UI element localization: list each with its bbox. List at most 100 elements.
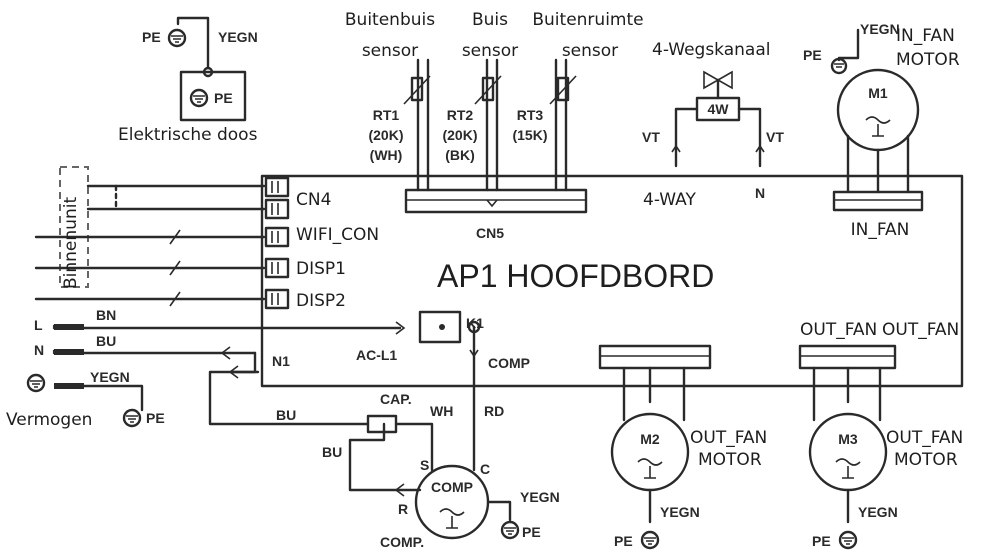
cap-label: CAP. — [380, 391, 412, 407]
ground-icon — [26, 373, 46, 393]
disp2-label: DISP2 — [296, 291, 346, 311]
wifi-con-label: WIFI_CON — [296, 225, 380, 245]
out-fan-connector-a — [598, 344, 712, 422]
out-fan-connector-b — [798, 344, 897, 422]
ground-icon — [189, 88, 209, 108]
in-fan-motor-label-2: MOTOR — [896, 50, 960, 70]
ground-icon — [122, 408, 142, 428]
n1-label: N1 — [272, 353, 290, 369]
indoor-unit-box — [59, 166, 89, 288]
out-fan-motor-m3 — [808, 412, 888, 524]
in-fan-connector-label: IN_FAN — [850, 220, 910, 240]
compressor-motor — [394, 464, 512, 540]
out-fan-m3-label-2: MOTOR — [894, 450, 958, 470]
pe-label: PE — [146, 410, 165, 426]
pe-label: PE — [214, 90, 233, 106]
ground-icon — [830, 57, 848, 75]
outdoor-room-sensor-label-2: sensor — [561, 41, 619, 61]
wire-label-yegn: YEGN — [858, 504, 898, 520]
power-wires — [52, 321, 406, 412]
ground-icon — [167, 28, 187, 48]
terminal-r-label: R — [398, 501, 409, 517]
four-way-valve-label: 4W — [707, 101, 729, 117]
terminal-s-label: S — [420, 457, 430, 473]
outer-tube-sensor-label-1: Buitenbuis — [344, 10, 436, 30]
cn5-connector — [404, 188, 588, 214]
wire-label-bu: BU — [322, 444, 343, 460]
rt2-color: (BK) — [445, 147, 475, 163]
main-board-outline — [260, 174, 964, 388]
four-way-valve — [671, 70, 765, 168]
wire-label-yegn: YEGN — [520, 489, 560, 505]
m2-label: M2 — [640, 431, 660, 447]
pe-label: PE — [142, 29, 161, 45]
m3-label: M3 — [838, 431, 858, 447]
in-fan-motor-label-1: IN_FAN — [896, 26, 955, 46]
rt2-value: (20K) — [442, 127, 478, 143]
k1-relay — [418, 310, 481, 472]
outdoor-room-sensor-label-1: Buitenruimte — [532, 10, 644, 30]
wire-label-yegn: YEGN — [860, 21, 900, 37]
line-label-n: N — [34, 342, 45, 358]
out-fan-connector-label-b: OUT_FAN — [882, 320, 960, 340]
wire-label-yegn: YEGN — [218, 29, 258, 45]
out-fan-motor-m2 — [610, 412, 690, 524]
sensor-rt1 — [403, 58, 431, 192]
sensor-rt3 — [549, 58, 577, 192]
wire-label-bn: BN — [96, 307, 117, 323]
pe-label: PE — [812, 533, 831, 549]
electric-box-label: Elektrische doos — [118, 125, 258, 145]
rt1-value: (20K) — [368, 127, 404, 143]
wire-label-rd: RD — [484, 403, 505, 419]
rt3-label: RT3 — [516, 107, 544, 123]
connector-block-left — [264, 176, 290, 310]
ac-l1-label: AC-L1 — [356, 347, 398, 363]
wire-label-wh: WH — [430, 403, 454, 419]
pe-label: PE — [614, 533, 633, 549]
rt1-color: (WH) — [369, 147, 403, 163]
disp1-label: DISP1 — [296, 259, 346, 279]
pe-label: PE — [522, 524, 541, 540]
wire-label-yegn: YEGN — [90, 369, 130, 385]
vt-right-label: VT — [766, 129, 784, 145]
comp-motor-label: COMP — [431, 479, 473, 495]
ground-icon — [838, 530, 858, 550]
line-label-l: L — [34, 317, 43, 333]
ground-icon — [640, 530, 660, 550]
wire-label-yegn: YEGN — [660, 504, 700, 520]
electric-box — [176, 16, 247, 122]
board-title: AP1 HOOFDBORD — [437, 258, 715, 294]
n-label: N — [755, 185, 766, 201]
four-way-channel-label: 4-Wegskanaal — [652, 40, 771, 60]
indoor-unit-label: Binnenunit — [61, 196, 81, 289]
rt3-value: (15K) — [512, 127, 548, 143]
signal-wires — [34, 184, 266, 307]
rt2-label: RT2 — [446, 107, 474, 123]
out-fan-m3-label-1: OUT_FAN — [886, 428, 964, 448]
out-fan-connector-label-a: OUT_FAN — [800, 320, 878, 340]
vt-left-label: VT — [642, 129, 660, 145]
comp-connector-label: COMP — [488, 355, 530, 371]
ground-icon — [500, 520, 520, 540]
cn5-label: CN5 — [476, 225, 505, 241]
out-fan-m2-label-1: OUT_FAN — [690, 428, 768, 448]
out-fan-m2-label-2: MOTOR — [698, 450, 762, 470]
terminal-c-label: C — [480, 461, 491, 477]
in-fan-connector — [832, 190, 924, 212]
wire-label-bu: BU — [276, 407, 297, 423]
rt1-label: RT1 — [372, 107, 400, 123]
k1-label: K1 — [466, 315, 484, 331]
m1-label: M1 — [868, 85, 888, 101]
tube-sensor-label-1: Buis — [471, 10, 509, 30]
cn4-label: CN4 — [296, 190, 332, 210]
four-way-port-label: 4-WAY — [643, 190, 696, 210]
power-label: Vermogen — [6, 410, 93, 430]
outer-tube-sensor-label-2: sensor — [361, 41, 419, 61]
pe-label: PE — [803, 47, 822, 63]
n1-compressor-wires — [208, 351, 434, 492]
comp-label: COMP. — [380, 534, 425, 550]
sensor-rt2 — [474, 58, 502, 192]
wire-label-bu: BU — [96, 333, 117, 349]
